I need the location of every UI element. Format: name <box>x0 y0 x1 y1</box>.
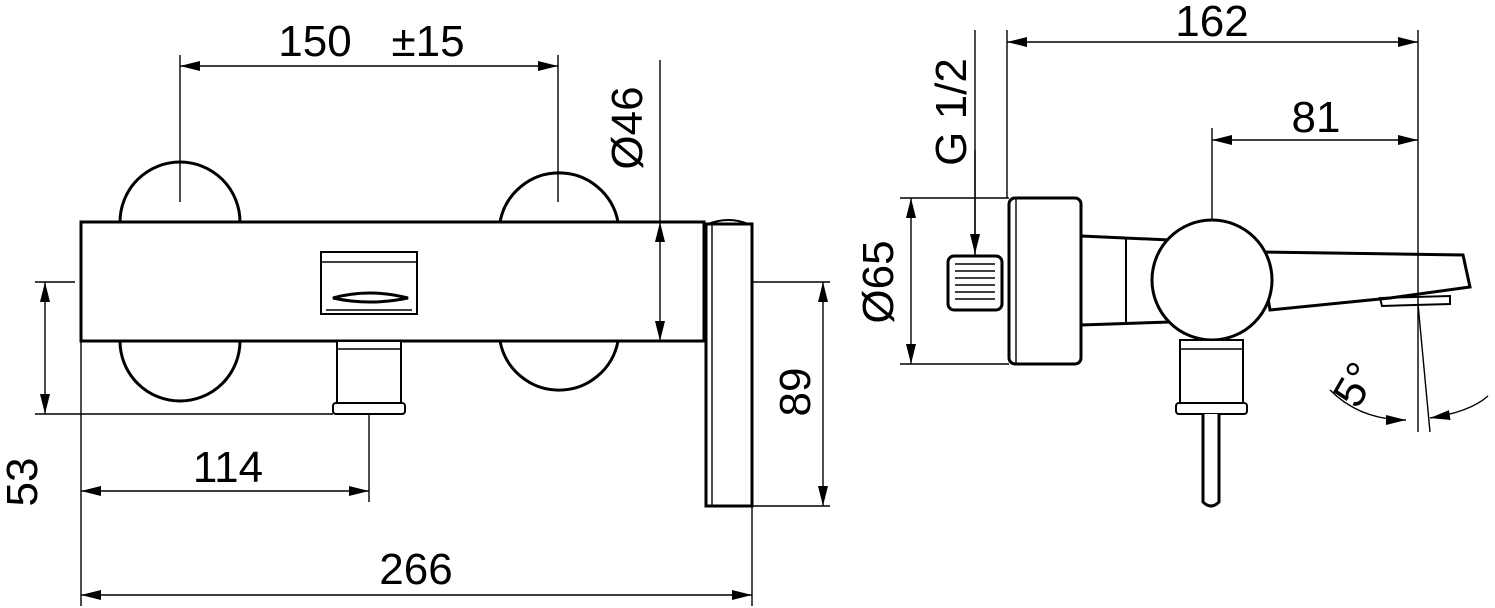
mixer-body <box>79 220 706 343</box>
dim-arc-angle-right <box>1429 395 1489 420</box>
label-overall-length: 266 <box>379 545 452 594</box>
label-connection-thread: G 1/2 <box>927 58 976 166</box>
label-spout-offset: 81 <box>1292 93 1341 142</box>
front-extension-lines <box>35 55 830 606</box>
dim-arc-angle-left <box>1329 389 1407 425</box>
label-handle-diameter: Ø46 <box>603 86 652 169</box>
label-projection: 162 <box>1175 0 1248 46</box>
label-handle-spacing: 150 <box>278 17 351 66</box>
thread-connector <box>946 254 1004 312</box>
mixer-body-side <box>1150 218 1274 342</box>
outlet-side <box>1175 339 1248 415</box>
label-lever-length: 89 <box>771 368 820 417</box>
wall-flange <box>1007 196 1083 366</box>
label-outlet-height: 53 <box>0 458 47 507</box>
label-outlet-offset: 114 <box>193 443 263 492</box>
lever <box>704 219 754 508</box>
outlet <box>332 340 406 415</box>
left-handle-bottom <box>118 340 242 403</box>
label-spout-angle: 5° <box>1324 354 1387 415</box>
label-handle-spacing-tolerance: ±15 <box>391 17 464 66</box>
side-view: 162 81 Ø65 G 1/2 5° <box>854 0 1489 508</box>
lever-side <box>1201 414 1221 508</box>
right-handle-bottom <box>498 340 620 392</box>
right-handle-top <box>498 171 620 223</box>
front-view: 150 ±15 Ø46 114 53 266 89 <box>0 17 830 606</box>
label-flange-diameter: Ø65 <box>854 240 903 323</box>
lever-body <box>704 222 754 508</box>
spout <box>1258 250 1472 312</box>
control-window <box>320 251 418 315</box>
